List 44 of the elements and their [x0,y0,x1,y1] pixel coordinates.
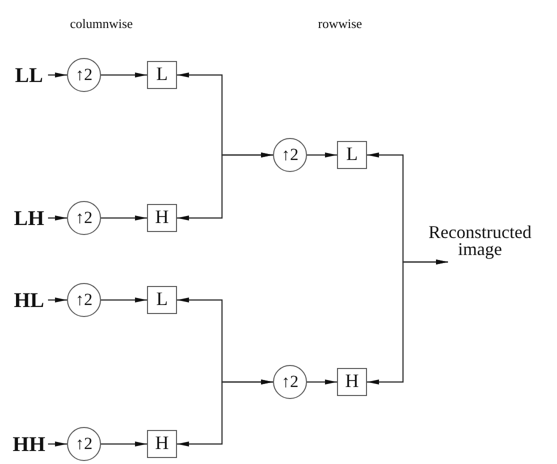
filter-box [147,204,177,232]
arrow [177,152,273,220]
output-label: Reconstructed image [405,220,555,262]
upsample-label: ↑2 [282,145,298,165]
column-heading: rowwise [318,16,362,32]
filter-label: L [346,144,358,166]
upsample-label: ↑2 [76,65,92,85]
input-label: LL [10,62,48,88]
filter-label: H [155,207,169,229]
filter-box [147,430,177,458]
filter-label: L [156,289,168,311]
arrow [101,442,147,446]
arrow [307,380,337,384]
filter-label: L [156,64,168,86]
filter-label: H [155,433,169,455]
arrow [101,216,147,220]
arrow [48,298,67,302]
arrow [101,72,147,78]
arrow [307,152,337,158]
arrow [101,298,147,302]
arrow [367,260,448,384]
column-heading: columnwise [70,16,133,32]
input-label: HH [10,431,48,457]
upsampler-circle [273,138,307,172]
upsampler-circle [67,201,101,235]
upsampler-circle [273,365,307,399]
filter-box [337,368,367,396]
filter-box [337,141,367,169]
filter-box [147,61,177,89]
upsample-label: ↑2 [76,290,92,310]
upsampler-circle [67,58,101,92]
upsample-label: ↑2 [282,372,298,392]
upsampler-circle [67,427,101,461]
arrow [177,380,273,446]
arrow [48,72,67,78]
input-label: HL [10,287,48,313]
input-label: LH [10,205,48,231]
arrow [48,442,67,446]
upsample-label: ↑2 [76,208,92,228]
filter-label: H [345,371,359,393]
upsample-label: ↑2 [76,434,92,454]
upsampler-circle [67,283,101,317]
arrow [48,216,67,220]
filter-box [147,286,177,314]
